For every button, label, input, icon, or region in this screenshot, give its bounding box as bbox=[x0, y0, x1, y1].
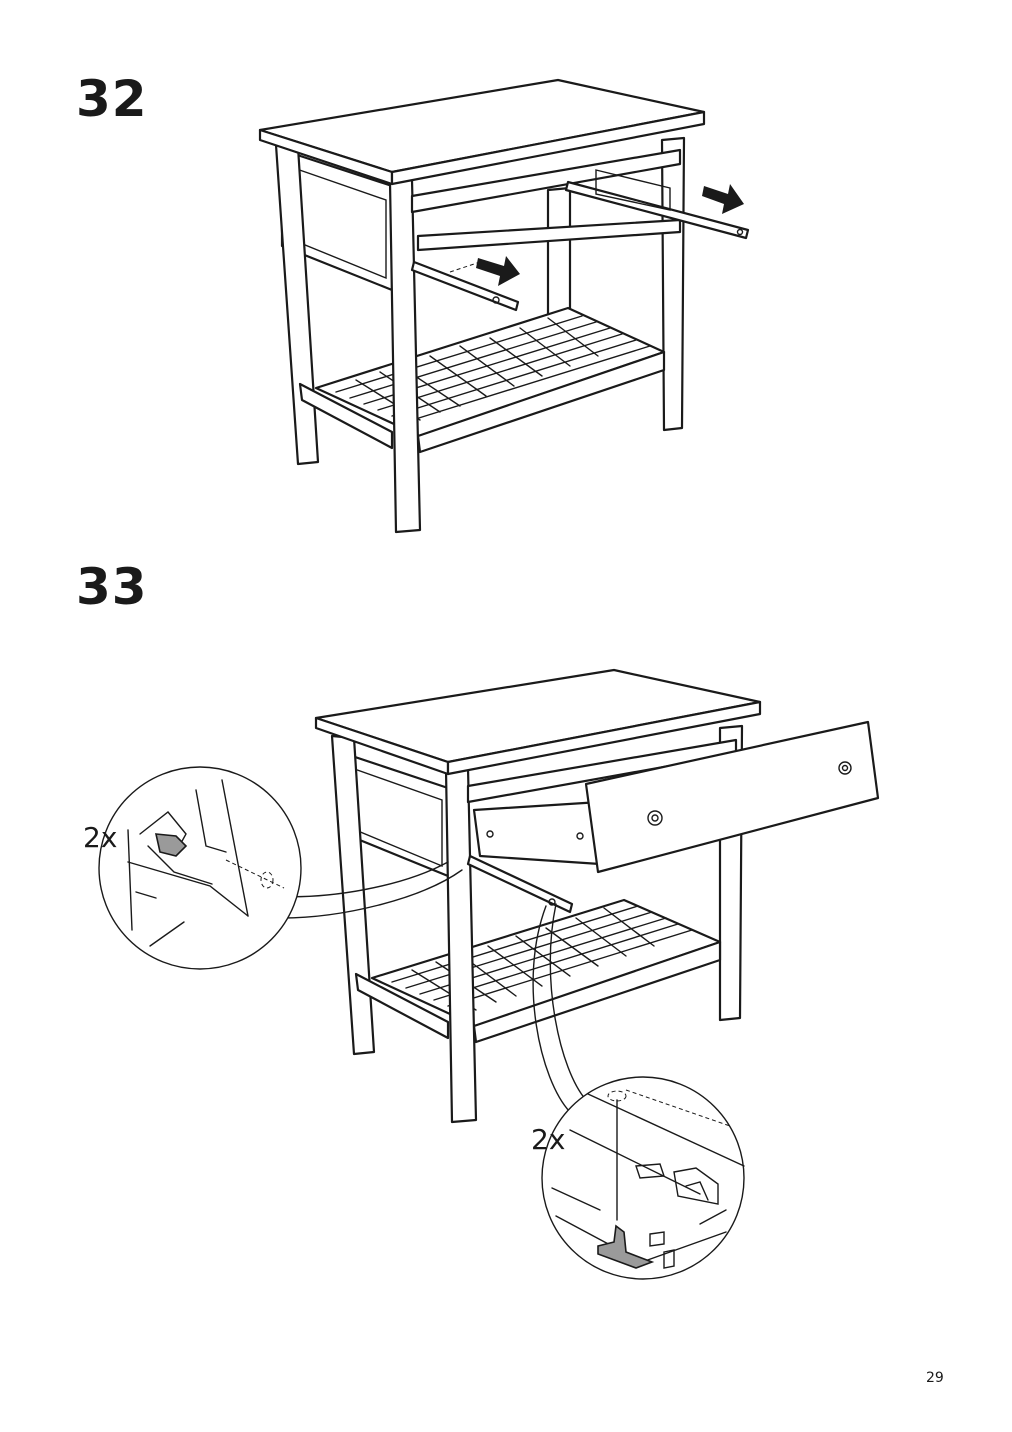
drawer bbox=[472, 720, 880, 874]
kitchen-island-frame bbox=[258, 78, 706, 534]
arrow-right-icon bbox=[702, 184, 744, 214]
page-number: 29 bbox=[926, 1370, 944, 1386]
drawer-rail-icon bbox=[410, 169, 750, 312]
quantity-label-left: 2x bbox=[83, 821, 118, 854]
step-32-illustration bbox=[258, 78, 750, 534]
step-33-number: 33 bbox=[76, 558, 148, 616]
drawer-stop-icon bbox=[597, 1224, 655, 1269]
magnifier-detail-icon bbox=[532, 903, 745, 1280]
kitchen-island-with-drawer bbox=[314, 668, 762, 1124]
drawer-stop-icon bbox=[154, 833, 188, 857]
magnifier-detail-icon bbox=[98, 766, 463, 970]
quantity-label-right: 2x bbox=[531, 1123, 566, 1156]
arrow-right-icon bbox=[476, 256, 520, 286]
step-32-number: 32 bbox=[76, 70, 148, 128]
